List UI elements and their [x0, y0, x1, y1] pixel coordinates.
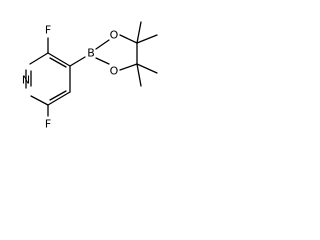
bond-o-upper-c — [119, 34, 138, 44]
ring-bond-c2-c3 — [29, 52, 49, 65]
bond-b-o-lower — [95, 57, 110, 65]
bond-b-o-upper — [95, 39, 110, 50]
atom-fluorine-top: F — [45, 24, 51, 37]
atom-oxygen-lower: O — [110, 65, 119, 78]
atom-oxygen-upper: O — [110, 29, 119, 42]
atom-nitrogen: N — [22, 74, 30, 87]
bond-methyl-upper-up — [136, 21, 142, 44]
ring-bond-c5-c6-inner — [49, 90, 67, 101]
bond-o-lower-c — [119, 63, 138, 71]
ring-bond-c5-c6 — [47, 91, 71, 106]
ring-bond-c6-n — [30, 95, 49, 106]
chemical-structure-diagram: F F B O O N — [22, 21, 158, 131]
atom-boron: B — [87, 47, 95, 60]
bond-c4-b — [69, 56, 86, 67]
bond-methyl-lower-right — [136, 63, 158, 74]
ring-bond-c3-c4 — [47, 52, 71, 67]
ring-bond-c4-c4-inner — [49, 57, 67, 68]
bond-methyl-upper-right — [136, 34, 158, 44]
atom-fluorine-bottom: F — [45, 118, 51, 131]
bond-methyl-lower-down — [136, 63, 142, 87]
